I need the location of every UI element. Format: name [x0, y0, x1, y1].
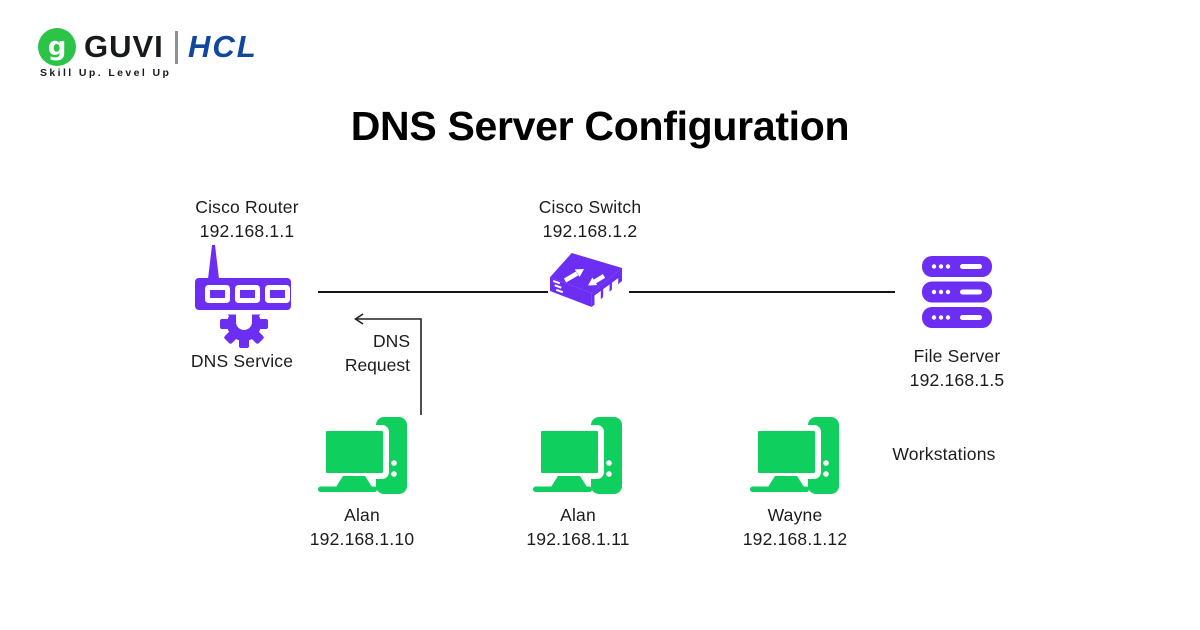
brand-tagline: Skill Up. Level Up — [40, 67, 172, 79]
guvi-logo-icon: g — [38, 28, 76, 66]
workstation-2-name: Alan — [560, 505, 596, 525]
workstation-icon — [533, 417, 622, 494]
workstation-2-label: Alan 192.168.1.11 — [526, 504, 629, 551]
workstation-3-label: Wayne 192.168.1.12 — [743, 504, 848, 551]
brand-divider — [175, 31, 178, 64]
dns-service-label: DNS Service — [190, 351, 294, 371]
switch-name: Cisco Switch — [538, 197, 642, 217]
workstations-group-label: Workstations — [892, 444, 996, 464]
switch-icon — [550, 253, 622, 307]
workstation-3-name: Wayne — [767, 505, 823, 525]
router-label: Cisco Router 192.168.1.1 — [195, 196, 299, 243]
dns-request-label: DNS Request — [344, 331, 410, 375]
link-router-switch — [318, 291, 548, 293]
switch-ports — [594, 278, 619, 305]
router-ip: 192.168.1.1 — [199, 220, 295, 241]
workstation-icon — [750, 417, 839, 494]
workstation-1-label: Alan 192.168.1.10 — [310, 504, 415, 551]
page-title: DNS Server Configuration — [350, 103, 850, 149]
workstation-icon — [318, 417, 407, 494]
workstation-1-ip: 192.168.1.10 — [309, 528, 415, 549]
switch-vents — [552, 280, 564, 294]
file-server-icon — [922, 256, 992, 328]
switch-label: Cisco Switch 192.168.1.2 — [539, 196, 642, 243]
switch-arrows-icon — [563, 269, 606, 286]
file-server-label: File Server 192.168.1.5 — [910, 345, 1005, 392]
guvi-glyph: g — [47, 32, 67, 62]
antenna — [208, 245, 219, 279]
dns-request-arrow — [354, 313, 422, 415]
hcl-wordmark: HCL — [188, 29, 258, 64]
file-server-ip: 192.168.1.5 — [909, 369, 1005, 390]
workstation-3-ip: 192.168.1.12 — [742, 528, 848, 549]
guvi-wordmark: GUVI — [84, 29, 164, 64]
router-icon — [193, 245, 303, 348]
workstation-2-ip: 192.168.1.11 — [526, 528, 630, 549]
switch-ip: 192.168.1.2 — [542, 220, 638, 241]
link-switch-fileserver — [629, 291, 895, 293]
workstation-1-name: Alan — [344, 505, 380, 525]
router-name: Cisco Router — [195, 197, 299, 217]
arrowhead-left-icon — [354, 313, 364, 325]
file-server-name: File Server — [913, 346, 1001, 366]
